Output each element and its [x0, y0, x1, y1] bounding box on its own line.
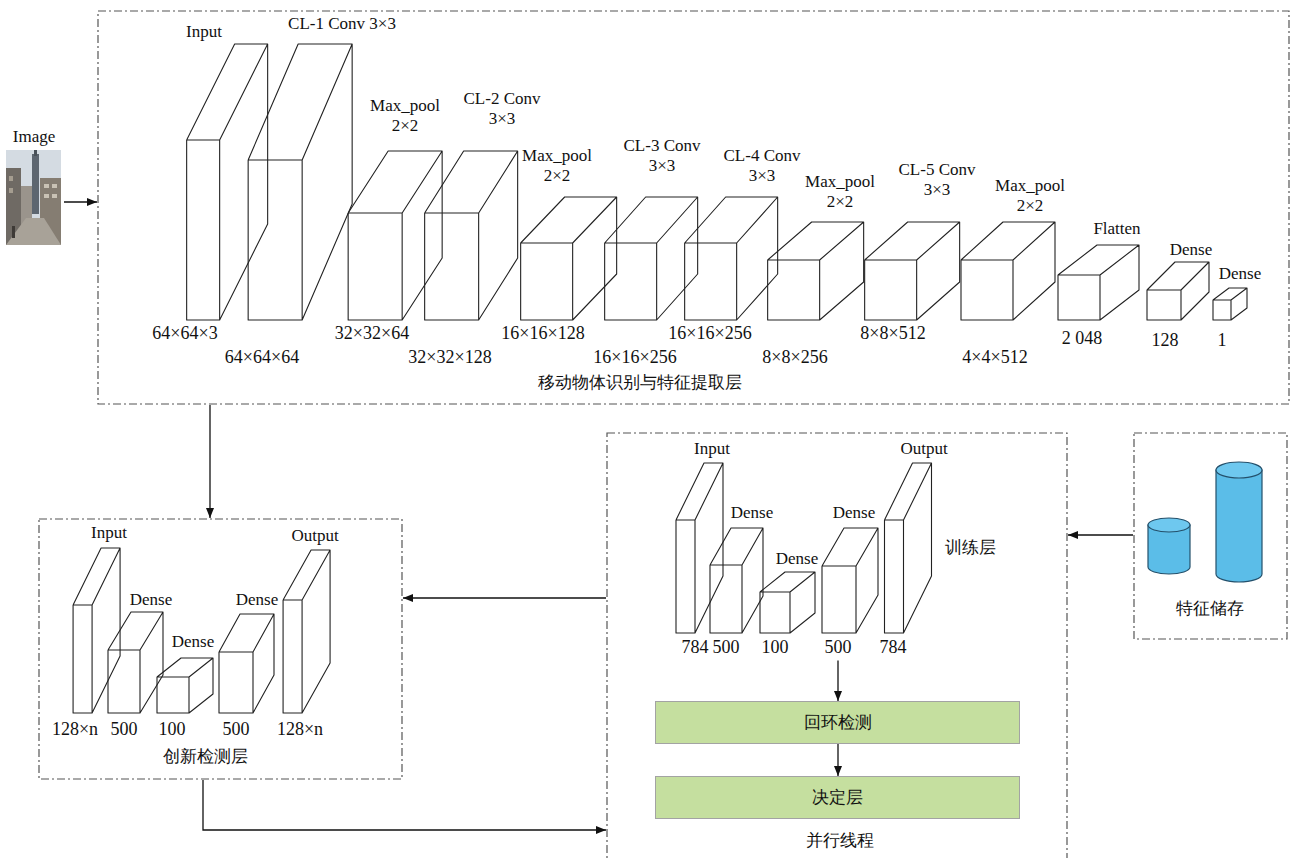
layer-name: Dense — [1219, 264, 1261, 284]
layer-name: CL-1 Conv 3×3 — [288, 14, 396, 34]
flow-arrow — [64, 201, 97, 202]
parallel-thread-panel: 训练层并行线程 Input 784 Dense 500 Dense 100 Dense 500 O… — [606, 432, 1068, 858]
layer-node: Output 128×n — [275, 524, 341, 743]
innovation-detection-layer: 创新检测层 Input 128×n Dense 500 Dense 100 Dense 500 O… — [38, 518, 403, 780]
layer-size: 8×8×512 — [860, 323, 925, 345]
layer-size: 100 — [159, 719, 186, 741]
layer-block — [50, 521, 129, 743]
layer-name: Input — [694, 439, 730, 459]
layer-size: 64×64×64 — [225, 347, 299, 369]
box-label: 决定层 — [812, 786, 863, 809]
flow-arrow — [209, 405, 210, 518]
flow-arrow — [1068, 534, 1133, 535]
layer-name: Max_pool 2×2 — [793, 172, 888, 213]
layer-size: 100 — [762, 637, 789, 659]
layer-name: Flatten — [1093, 219, 1140, 239]
layer-size: 500 — [825, 637, 852, 659]
flow-arrow — [837, 661, 838, 701]
layer-name: Input — [91, 523, 127, 543]
layer-block — [878, 437, 950, 661]
layer-node: Dense 1 — [1211, 262, 1263, 354]
layer-node: Dense 500 — [820, 501, 880, 661]
layer-node: Input 784 — [674, 437, 732, 661]
feature-storage: 特征储存 — [1133, 432, 1288, 640]
layer-name: Dense — [172, 632, 214, 652]
layer-node: CL-4 Conv 3×3 16×16×256 — [666, 144, 811, 347]
layer-size: 128 — [1152, 330, 1179, 352]
layer-size: 500 — [223, 719, 250, 741]
layer-node: Flatten 2 048 — [1056, 217, 1143, 352]
layer-node: Input 64×64×3 — [150, 20, 270, 347]
layer-size: 784 — [880, 637, 907, 659]
layer-name: Max_pool 2×2 — [358, 96, 453, 137]
layer-node: Dense 100 — [758, 547, 820, 661]
layer-node: Dense 128 — [1145, 238, 1214, 354]
layer-name: Max_pool 2×2 — [983, 176, 1078, 217]
layer-size: 16×16×256 — [668, 323, 751, 345]
decision-box: 决定层 — [655, 776, 1020, 819]
panel-caption: 创新检测层 — [163, 746, 248, 766]
layer-size: 8×8×256 — [762, 347, 827, 369]
panel-caption: 特征储存 — [1176, 598, 1244, 618]
layer-node: Dense 100 — [155, 630, 216, 743]
panel-caption: 并行线程 — [806, 830, 874, 850]
layer-name: Input — [186, 22, 222, 42]
panel-caption: 移动物体识别与特征提取层 — [538, 372, 742, 392]
layer-size: 4×4×512 — [962, 347, 1027, 369]
panel-caption: Image — [13, 127, 55, 147]
layer-size: 784 — [682, 637, 709, 659]
layer-size: 16×16×128 — [501, 323, 584, 345]
layer-size: 128×n — [52, 719, 98, 741]
dashed-frame — [97, 10, 1290, 405]
loop-detection-box: 回环检测 — [655, 701, 1020, 744]
layer-name: Output — [900, 439, 947, 459]
layer-name: CL-5 Conv 3×3 — [890, 160, 985, 201]
flow-arrow — [403, 597, 606, 598]
layer-size: 128×n — [277, 719, 323, 741]
layer-node: Output 784 — [878, 437, 950, 661]
layer-name: Dense — [776, 549, 818, 569]
layer-node: CL-1 Conv 3×3 64×64×64 — [223, 12, 398, 371]
panel-caption: 训练层 — [945, 537, 996, 557]
layer-block — [223, 12, 398, 371]
layer-size: 500 — [713, 637, 740, 659]
flow-arrow — [837, 744, 838, 776]
layer-size: 2 048 — [1062, 328, 1103, 350]
layer-block — [666, 144, 811, 347]
layer-size: 64×64×3 — [152, 323, 217, 345]
layer-block — [674, 437, 732, 661]
layer-name: Dense — [833, 503, 875, 523]
layer-name: Max_pool 2×2 — [510, 146, 605, 187]
layer-block — [858, 158, 986, 347]
layer-block — [708, 501, 775, 661]
input-image: Image — [4, 126, 64, 248]
layer-block — [820, 501, 880, 661]
layer-node: Dense 500 — [217, 588, 280, 743]
layer-size: 32×32×128 — [408, 347, 491, 369]
layer-size: 16×16×256 — [593, 347, 676, 369]
layer-name: CL-3 Conv 3×3 — [615, 136, 710, 177]
box-label: 回环检测 — [804, 711, 872, 734]
layer-block — [275, 524, 341, 743]
layer-size: 1 — [1218, 330, 1227, 352]
layer-size: 32×32×64 — [335, 323, 409, 345]
layer-node: Dense 500 — [708, 501, 775, 661]
layer-name: Dense — [731, 503, 773, 523]
layer-size: 500 — [111, 719, 138, 741]
layer-name: Output — [291, 526, 338, 546]
layer-block — [150, 20, 270, 347]
layer-node: Max_pool 2×2 16×16×128 — [499, 144, 619, 347]
layer-name: Dense — [1170, 240, 1212, 260]
layer-node: CL-5 Conv 3×3 8×8×512 — [858, 158, 986, 347]
flow-arrow — [203, 780, 606, 830]
layer-node: Max_pool 2×2 32×32×64 — [333, 94, 455, 347]
layer-node: Input 128×n — [50, 521, 129, 743]
layer-name: Dense — [130, 590, 172, 610]
layer-name: Dense — [236, 590, 278, 610]
layer-name: CL-4 Conv 3×3 — [715, 146, 810, 187]
feature-extraction-layer: 移动物体识别与特征提取层 Input 64×64×3 CL-1 Conv 3×3 64×… — [97, 10, 1290, 405]
layer-name: CL-2 Conv 3×3 — [455, 89, 550, 130]
